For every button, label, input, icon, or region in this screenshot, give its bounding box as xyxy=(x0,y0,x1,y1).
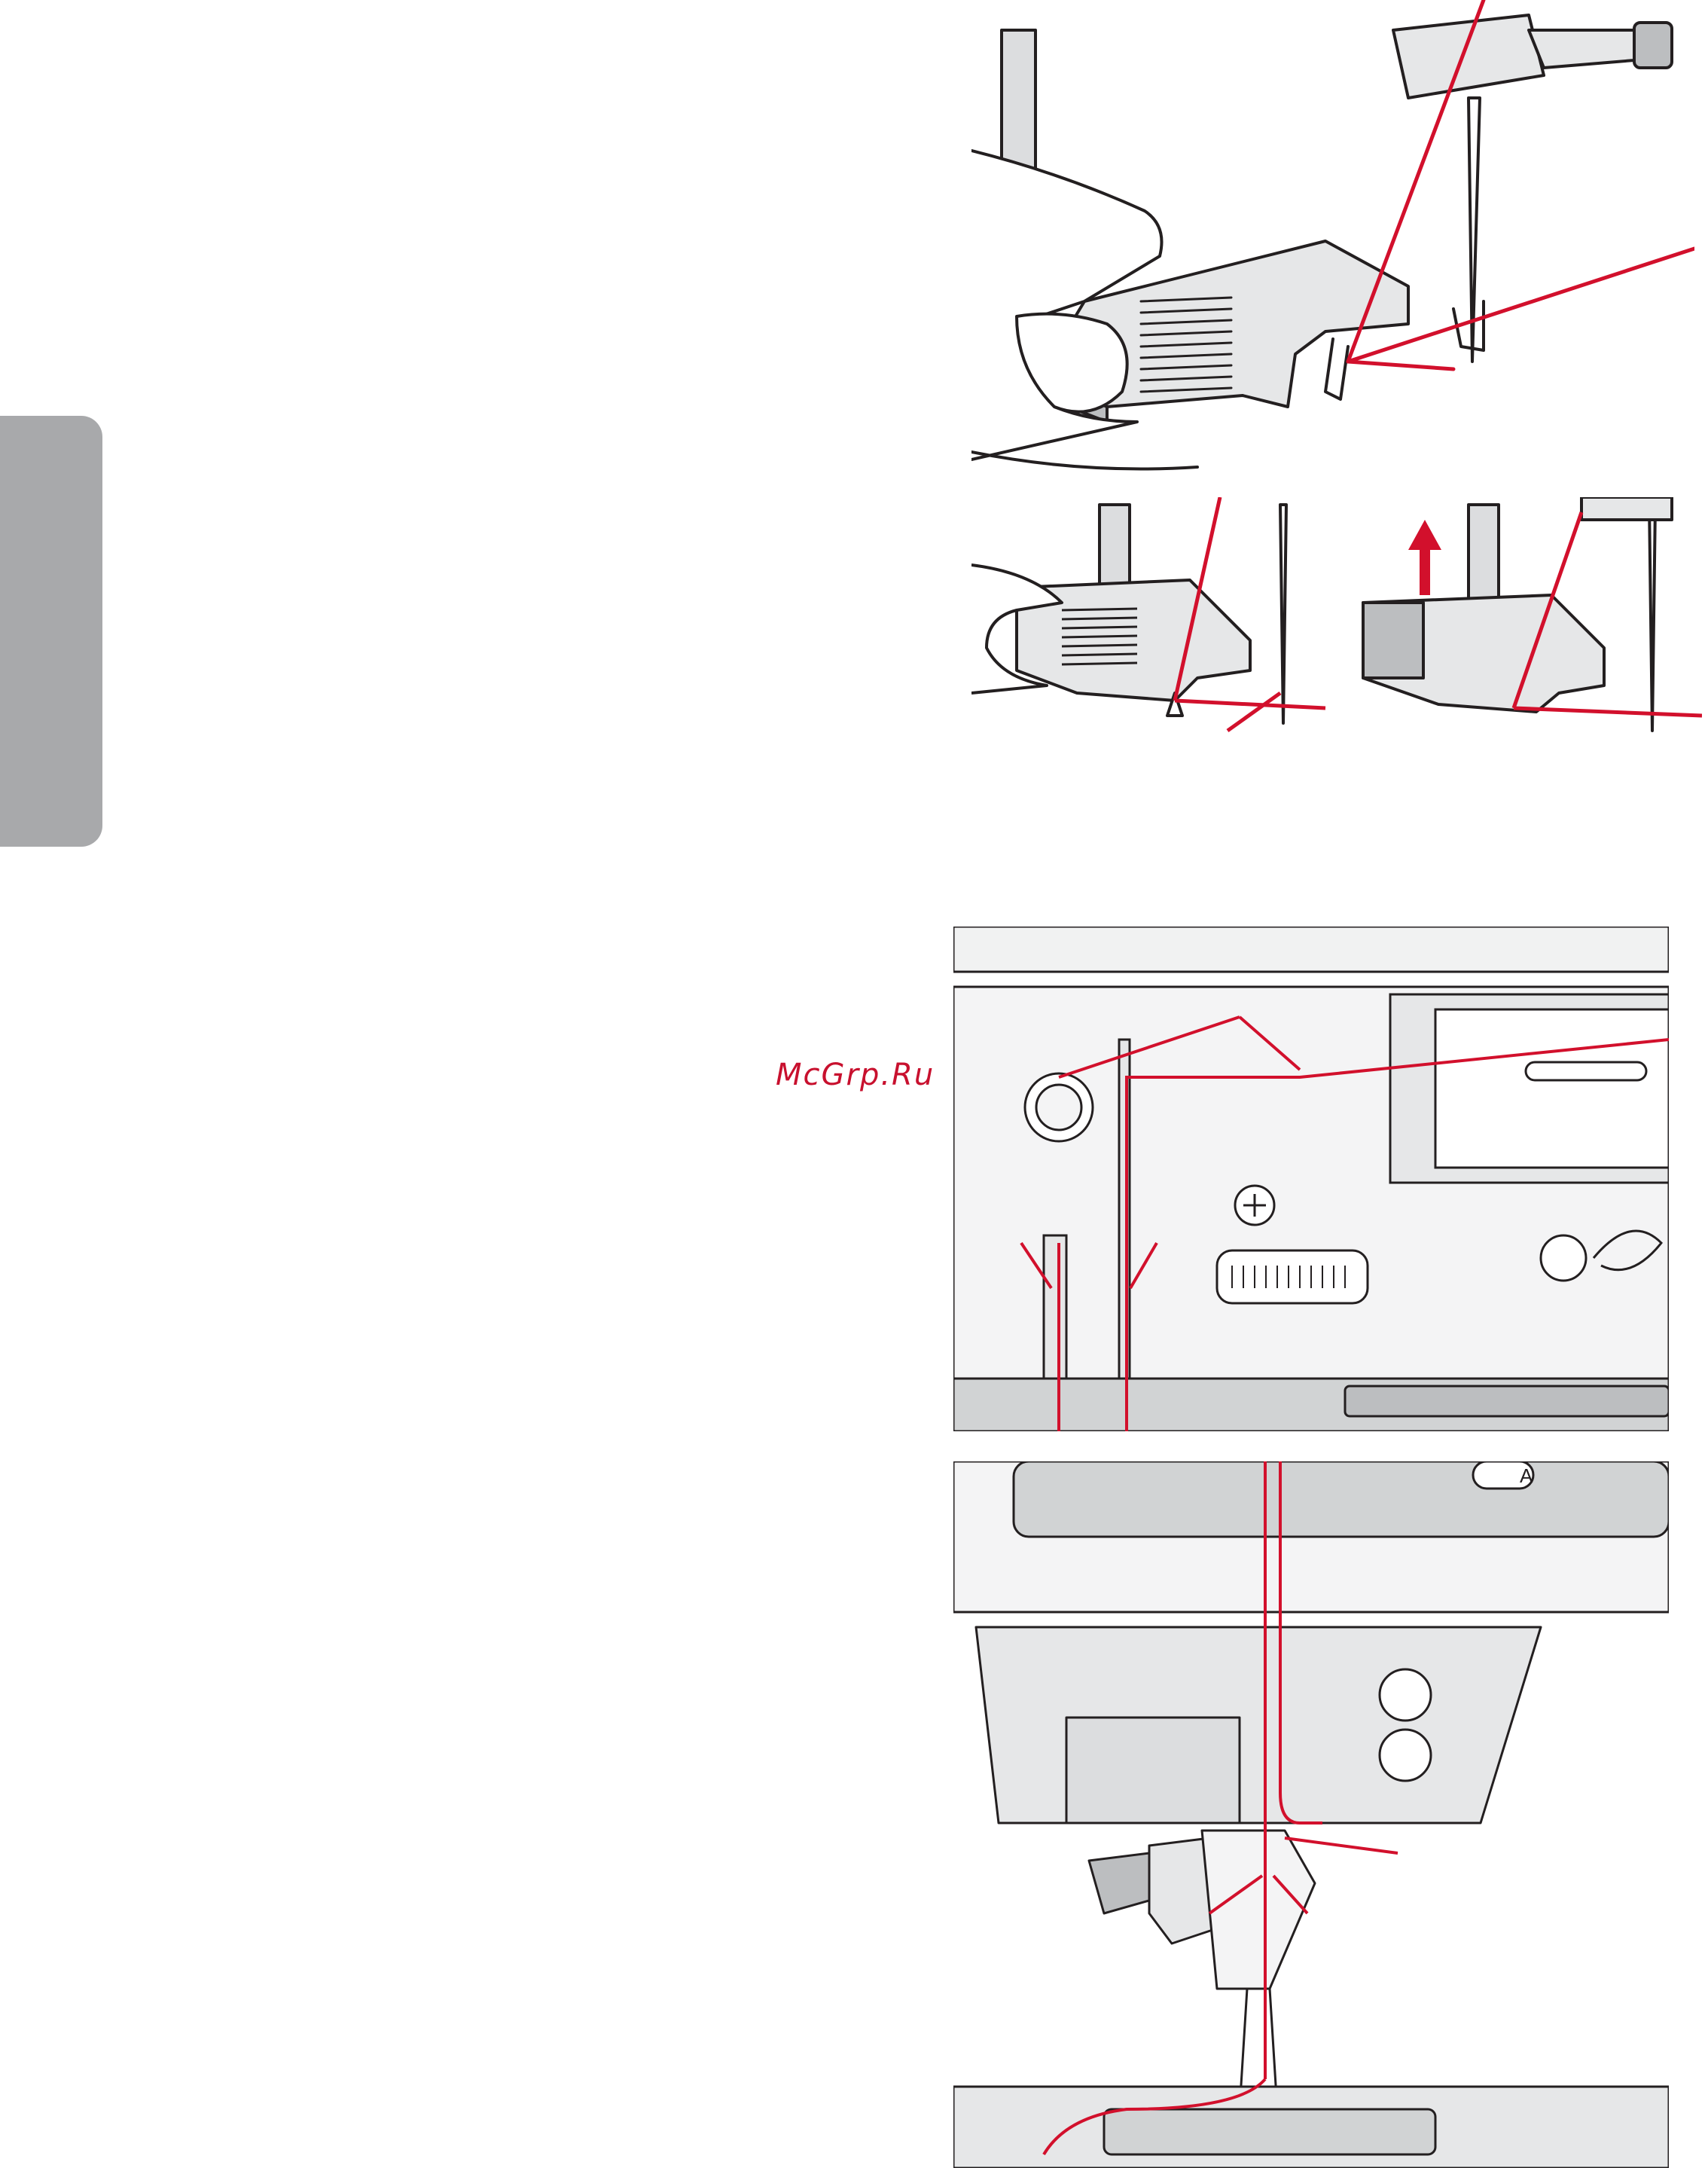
stitch-alphabet-icon: A xyxy=(1473,1461,1533,1489)
threader-lowered-illustration xyxy=(971,497,1348,738)
needle-threader-illustration xyxy=(971,0,1694,475)
section-side-tab xyxy=(0,416,102,847)
threader-raised-figure xyxy=(1356,497,1702,746)
svg-text:A: A xyxy=(1520,1464,1533,1487)
threader-raised-illustration xyxy=(1356,497,1702,746)
threader-closeup-figure xyxy=(971,0,1694,475)
thread-path-top-illustration xyxy=(953,927,1669,1431)
needle-area-figure: A xyxy=(953,1461,1669,2168)
needle-area-illustration: A xyxy=(953,1461,1669,2168)
threader-lowered-figure xyxy=(971,497,1348,738)
machine-top-threading-figure xyxy=(953,927,1669,1431)
watermark-text: McGrp.Ru xyxy=(776,1058,935,1092)
